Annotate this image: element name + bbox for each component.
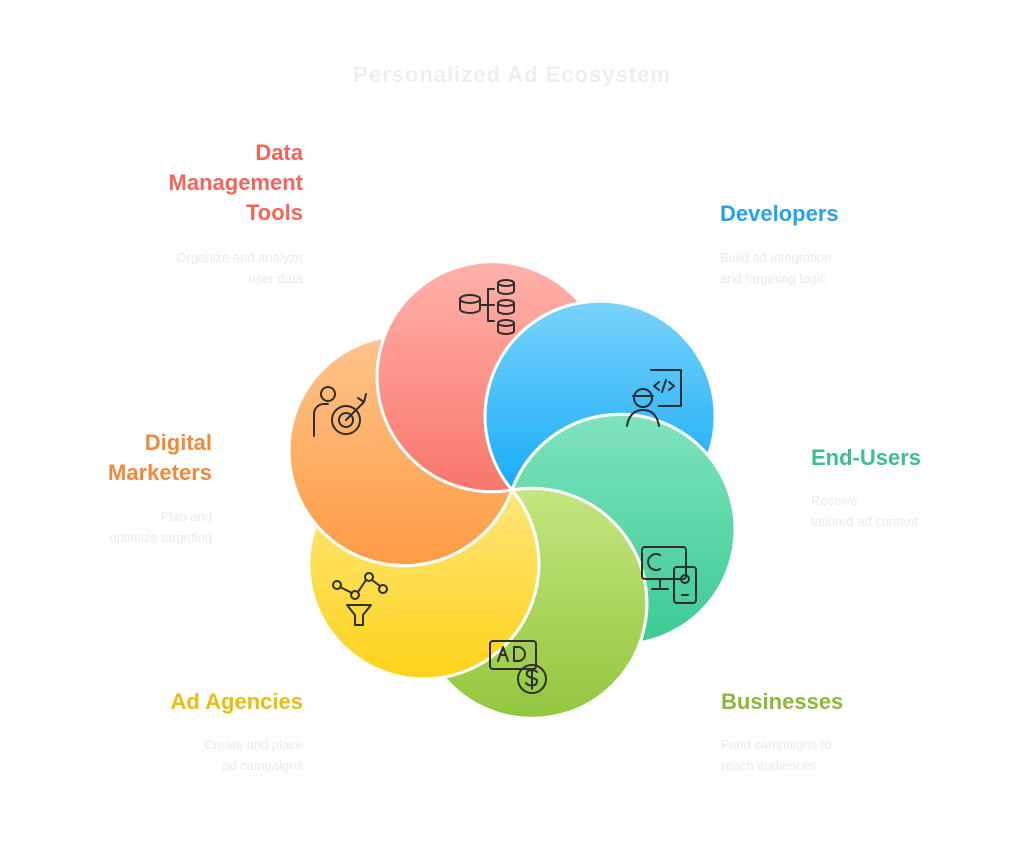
diagram-title: Personalized Ad Ecosystem [353, 62, 671, 87]
label-end-users: End-Users [811, 443, 1011, 473]
label-line: Ad Agencies [170, 689, 303, 714]
desc-end-users: Receive tailored ad content [811, 490, 1011, 532]
desc-line: user data [248, 271, 303, 286]
label-developers: Developers [720, 199, 980, 229]
desc-digital-marketers: Plan and optimize targeting [12, 506, 212, 548]
desc-line: reach audiences [721, 758, 817, 773]
desc-line: tailored ad content [811, 514, 918, 529]
label-ad-agencies: Ad Agencies [43, 687, 303, 717]
desc-businesses: Fund campaigns to reach audiences [721, 734, 981, 776]
desc-line: Create and place [203, 737, 303, 752]
petal-developers [483, 299, 717, 493]
label-line: Developers [720, 201, 839, 226]
desc-line: Build ad integration [720, 250, 832, 265]
desc-line: Organize and analyze [176, 250, 303, 265]
label-line: End-Users [811, 445, 922, 470]
label-line: Management [168, 170, 303, 195]
label-line: Marketers [108, 460, 212, 485]
label-line: Digital [144, 430, 212, 455]
label-line: Tools [245, 200, 303, 225]
ad-dollar-icon [489, 640, 547, 694]
desc-line: optimize targeting [109, 530, 212, 545]
label-businesses: Businesses [721, 687, 981, 717]
desc-line: Fund campaigns to [721, 737, 832, 752]
desc-data-management-tools: Organize and analyze user data [103, 247, 303, 289]
label-line: Businesses [721, 689, 844, 714]
developer-code-icon [626, 369, 682, 427]
desc-developers: Build ad integration and targeting logic [720, 247, 980, 289]
label-digital-marketers: Digital Marketers [12, 428, 212, 488]
desc-line: and targeting logic [720, 271, 827, 286]
devices-icon [641, 546, 697, 604]
funnel-analytics-icon [332, 572, 388, 626]
desc-line: ad campaigns [222, 758, 303, 773]
desc-line: Receive [811, 493, 858, 508]
label-line: Data [255, 140, 303, 165]
desc-ad-agencies: Create and place ad campaigns [43, 734, 303, 776]
desc-line: Plan and [160, 509, 212, 524]
target-person-icon [313, 386, 367, 437]
label-data-management-tools: Data Management Tools [103, 138, 303, 228]
database-hierarchy-icon [459, 279, 515, 335]
